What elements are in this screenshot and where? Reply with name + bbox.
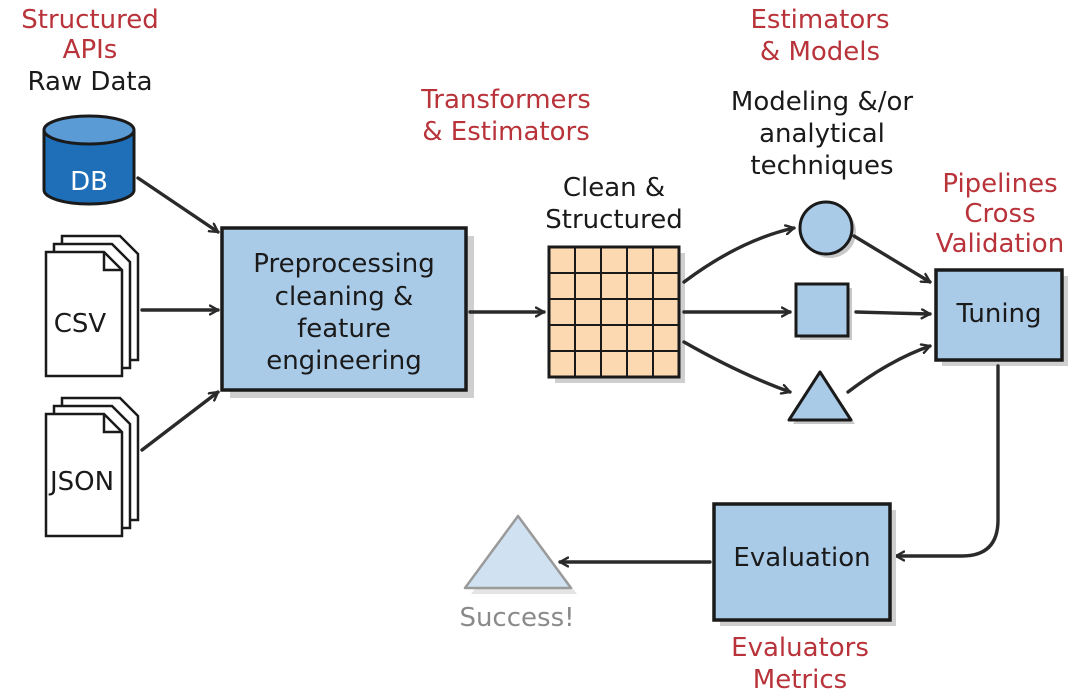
pipelines-label-3: Validation <box>936 229 1064 259</box>
preprocessing-label-1: Preprocessing <box>253 249 434 279</box>
modeling-label-2: analytical <box>759 119 885 149</box>
json-label: JSON <box>48 467 114 497</box>
preprocessing-label-3: feature <box>297 314 391 344</box>
transformers-label-2: & Estimators <box>422 117 590 147</box>
preprocessing-label-4: engineering <box>266 346 422 376</box>
modeling-label-3: techniques <box>750 151 893 181</box>
evaluators-label-2: Metrics <box>753 665 847 695</box>
modeling-label-1: Modeling &/or <box>731 87 913 117</box>
tuning-box: Tuning <box>934 268 1068 366</box>
estimators-label-2: & Models <box>760 37 880 67</box>
json-file-icon: JSON <box>44 396 140 538</box>
edge-triangle-to-tuning <box>846 346 932 394</box>
transformers-label-1: Transformers <box>420 85 591 115</box>
structured-data-grid <box>547 245 685 383</box>
square-model-icon <box>794 282 850 338</box>
clean-label-1: Clean & <box>563 173 665 203</box>
raw-data-label: Raw Data <box>27 67 152 97</box>
db-label: DB <box>70 167 108 197</box>
structured-apis-label-2: APIs <box>63 35 118 65</box>
success-triangle-icon <box>463 514 577 594</box>
preprocessing-label-2: cleaning & <box>275 282 414 312</box>
preprocessing-box: Preprocessing cleaning & feature enginee… <box>220 226 474 398</box>
evaluation-box: Evaluation <box>712 502 896 626</box>
pipelines-label-1: Pipelines <box>942 169 1057 199</box>
clean-label-2: Structured <box>545 205 682 235</box>
success-label: Success! <box>459 603 574 633</box>
edge-grid-to-circle <box>682 228 796 284</box>
edge-grid-to-triangle <box>682 340 792 392</box>
edge-tuning-to-evaluation <box>894 364 1000 556</box>
triangle-model-icon <box>787 370 853 422</box>
tuning-label: Tuning <box>955 299 1041 329</box>
csv-file-icon: CSV <box>44 234 140 378</box>
edge-square-to-tuning <box>854 312 932 314</box>
database-icon: DB <box>42 114 136 206</box>
csv-label: CSV <box>54 309 107 339</box>
estimators-label-1: Estimators <box>751 5 890 35</box>
edge-db-to-preprocessing <box>136 176 220 234</box>
edge-circle-to-tuning <box>852 234 932 284</box>
evaluators-label-1: Evaluators <box>731 633 869 663</box>
structured-apis-label-1: Structured <box>21 5 158 35</box>
edge-json-to-preprocessing <box>140 390 220 452</box>
evaluation-label: Evaluation <box>733 543 870 573</box>
pipelines-label-2: Cross <box>964 199 1035 229</box>
circle-model-icon <box>798 200 854 256</box>
